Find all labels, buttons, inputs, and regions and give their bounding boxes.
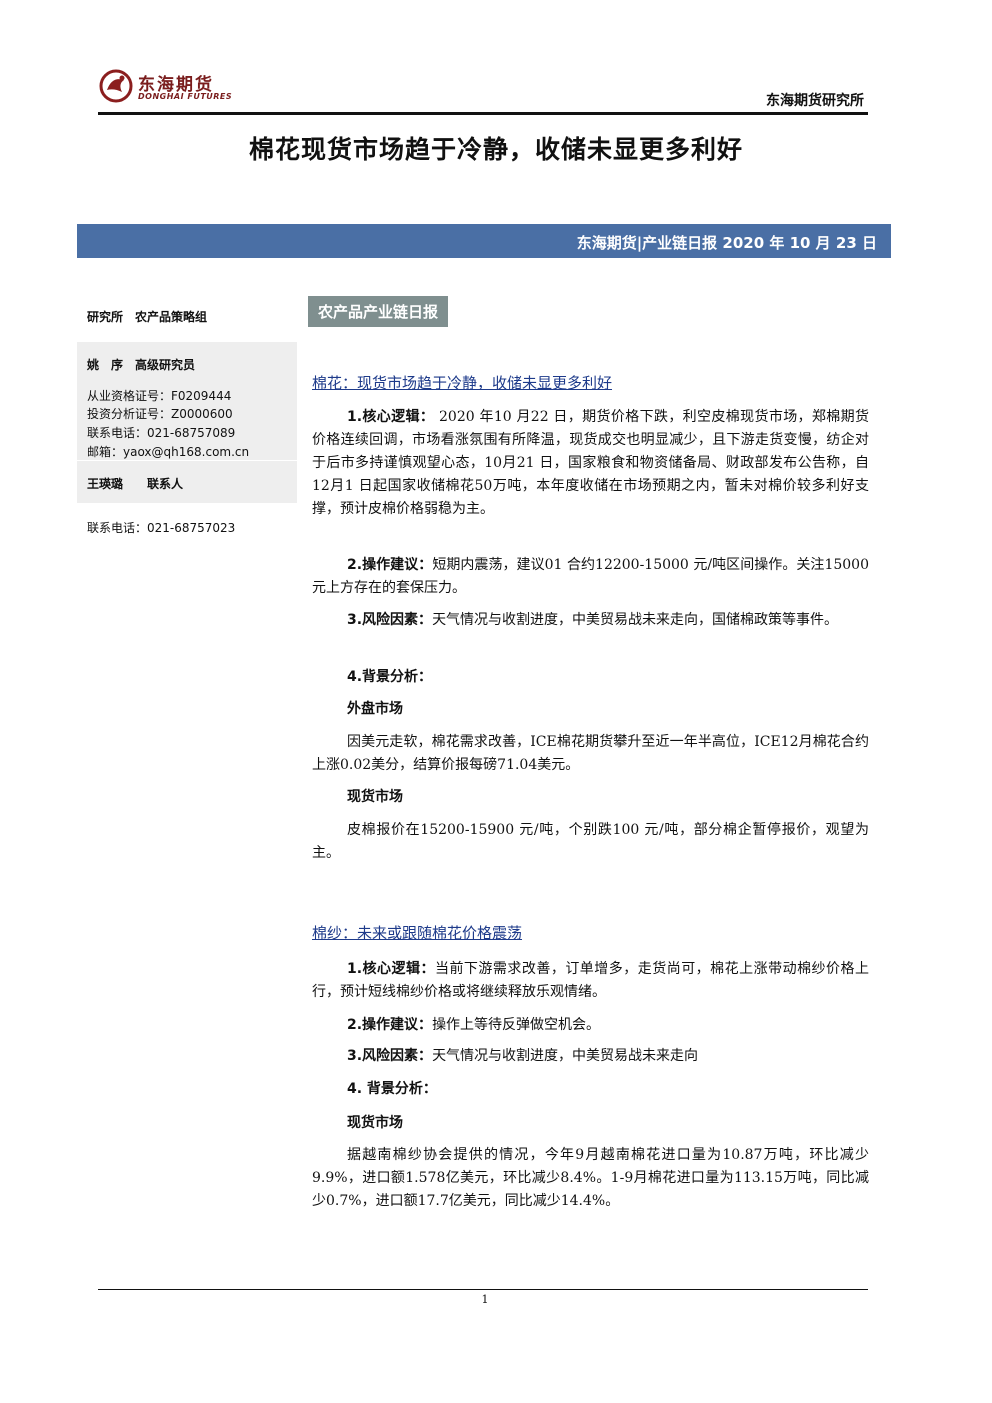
banner-text: 东海期货|产业链日报 2020 年 10 月 23 日: [576, 234, 877, 252]
yarn-operation-text: 操作上等待反弹做空机会。: [432, 1017, 601, 1033]
yarn-risk: 3.风险因素：天气情况与收割进度，中美贸易战未来走向: [312, 1045, 869, 1068]
cotton-sub-spot: 现货市场: [347, 789, 403, 805]
logo-en-text: DONGHAI FUTURES: [138, 92, 233, 101]
contact-name: 王瑛璐 联系人: [87, 477, 184, 491]
company-logo: 东海期货 DONGHAI FUTURES: [98, 68, 232, 108]
yarn-core-logic: 1.核心逻辑：当前下游需求改善，订单增多，走货尚可，棉花上涨带动棉纱价格上行，预…: [312, 958, 869, 1004]
analyst-phone: 联系电话：021-68757089: [87, 426, 236, 440]
yarn-operation-label: 2.操作建议：: [347, 1017, 433, 1033]
section-tag: 农产品产业链日报: [308, 296, 449, 327]
cotton-operation: 2.操作建议：短期内震荡，建议01 合约12200-15000 元/吨区间操作。…: [312, 554, 869, 600]
yarn-section-title[interactable]: 棉纱：未来或跟随棉花价格震荡: [312, 924, 523, 942]
cotton-section-title[interactable]: 棉花：现货市场趋于冷静，收储未显更多利好: [312, 374, 613, 392]
yarn-risk-text: 天气情况与收割进度，中美贸易战未来走向: [432, 1048, 699, 1064]
cotton-risk-label: 3.风险因素：: [347, 612, 433, 628]
analyst-invest-license: 投资分析证号：Z0000600: [87, 407, 233, 421]
yarn-spot-text: 据越南棉纱协会提供的情况，今年9月越南棉花进口量为10.87万吨，环比减少9.9…: [312, 1147, 869, 1209]
cotton-background-label: 4.背景分析：: [347, 669, 433, 685]
footer-divider: [98, 1289, 868, 1290]
analyst-block: [77, 342, 297, 460]
report-banner: 东海期货|产业链日报 2020 年 10 月 23 日: [77, 224, 891, 258]
contact-block: [77, 461, 297, 503]
institute-name: 东海期货研究所: [766, 93, 864, 109]
logo-cn-text: 东海期货: [138, 75, 214, 95]
yarn-core-logic-text: 当前下游需求改善，订单增多，走货尚可，棉花上涨带动棉纱价格上行，预计短线棉纱价格…: [312, 961, 870, 1000]
analyst-license: 从业资格证号：F0209444: [87, 389, 232, 403]
yarn-risk-label: 3.风险因素：: [347, 1048, 433, 1064]
yarn-operation: 2.操作建议：操作上等待反弹做空机会。: [312, 1014, 869, 1037]
yarn-background-label: 4. 背景分析：: [347, 1081, 437, 1097]
contact-phone: 联系电话：021-68757023: [87, 521, 236, 535]
cotton-spot-text: 皮棉报价在15200-15900 元/吨，个别跌100 元/吨，部分棉企暂停报价…: [312, 822, 869, 861]
page-number: 1: [481, 1293, 489, 1306]
yarn-sub-spot: 现货市场: [347, 1115, 403, 1131]
cotton-operation-label: 2.操作建议：: [347, 557, 433, 573]
cotton-core-logic-label: 1.核心逻辑：: [347, 409, 435, 425]
analyst-name: 姚 序 高级研究员: [87, 358, 196, 372]
cotton-overseas-text: 因美元走软，棉花需求改善，ICE棉花期货攀升至近一年半高位，ICE12月棉花合约…: [312, 734, 869, 773]
cotton-core-logic: 1.核心逻辑： 2020 年10 月22 日，期货价格下跌，利空皮棉现货市场，郑…: [312, 406, 869, 521]
cotton-risk: 3.风险因素：天气情况与收割进度，中美贸易战未来走向，国储棉政策等事件。: [312, 609, 869, 632]
report-title: 棉花现货市场趋于冷静，收储未显更多利好: [248, 135, 743, 164]
cotton-operation-text: 短期内震荡，建议01 合约12200-15000 元/吨区间操作。关注15000…: [312, 557, 869, 596]
analyst-email[interactable]: 邮箱：yaox@qh168.com.cn: [87, 445, 250, 459]
header-divider: [98, 112, 868, 115]
yarn-core-logic-label: 1.核心逻辑：: [347, 961, 435, 977]
cotton-background: 4.背景分析：: [312, 666, 869, 689]
dragon-logo-icon: [99, 69, 133, 103]
sidebar-dept: 研究所 农产品策略组: [87, 310, 208, 324]
cotton-risk-text: 天气情况与收割进度，中美贸易战未来走向，国储棉政策等事件。: [432, 612, 839, 628]
cotton-core-logic-text: 2020 年10 月22 日，期货价格下跌，利空皮棉现货市场，郑棉期货价格连续回…: [312, 409, 869, 517]
sidebar: 研究所 农产品策略组 姚 序 高级研究员 从业资格证号：F0209444 投资分…: [77, 300, 297, 540]
yarn-background: 4. 背景分析：: [312, 1078, 869, 1101]
cotton-sub-overseas: 外盘市场: [347, 701, 403, 717]
